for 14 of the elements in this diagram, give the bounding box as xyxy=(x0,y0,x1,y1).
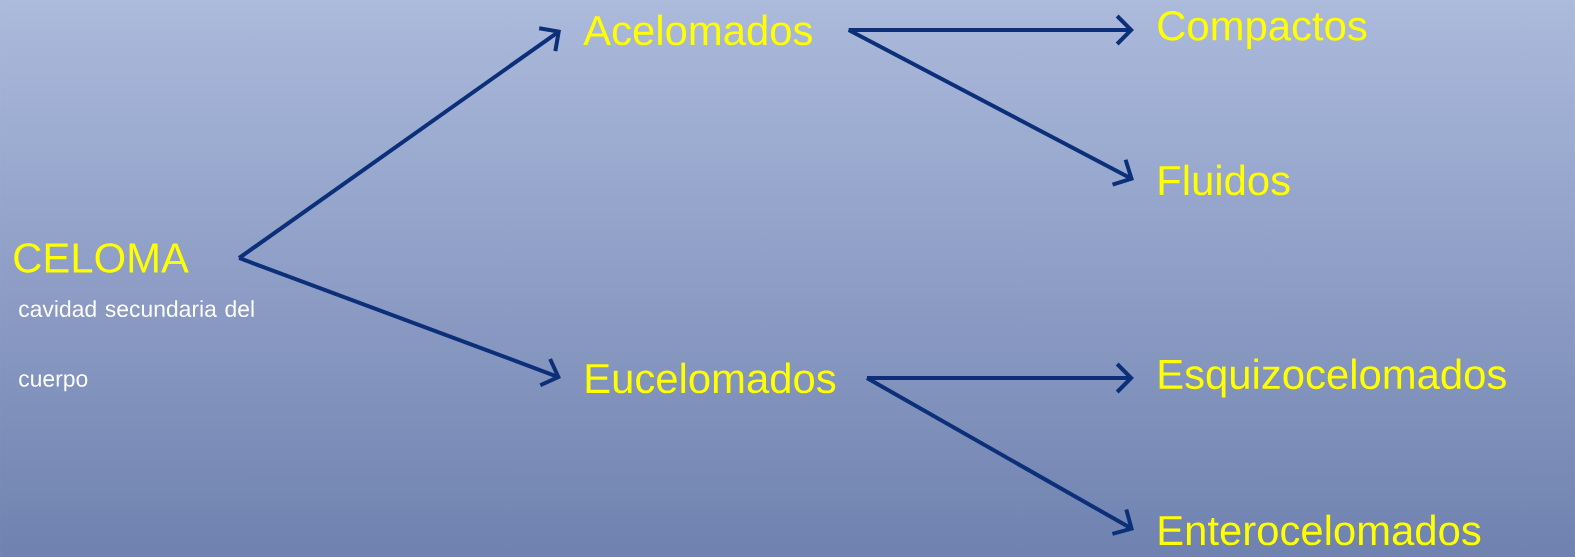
arrow xyxy=(237,26,561,260)
node-label: Esquizocelomados xyxy=(1159,358,1506,398)
node-label: CELOMA xyxy=(14,243,189,273)
arrow xyxy=(866,362,1134,394)
arrow xyxy=(848,14,1134,46)
node-label: Fluidos xyxy=(1159,164,1290,196)
node-label: Eucelomados xyxy=(586,362,836,394)
arrow xyxy=(865,376,1134,536)
arrow xyxy=(847,28,1134,187)
node-label: Acelomados xyxy=(583,14,812,46)
arrow xyxy=(238,256,561,388)
node-label: Compactos xyxy=(1158,11,1367,49)
node-label: Enterocelomados xyxy=(1159,514,1481,546)
caption-text: cavidad secundaria del cuerpo xyxy=(19,300,254,392)
